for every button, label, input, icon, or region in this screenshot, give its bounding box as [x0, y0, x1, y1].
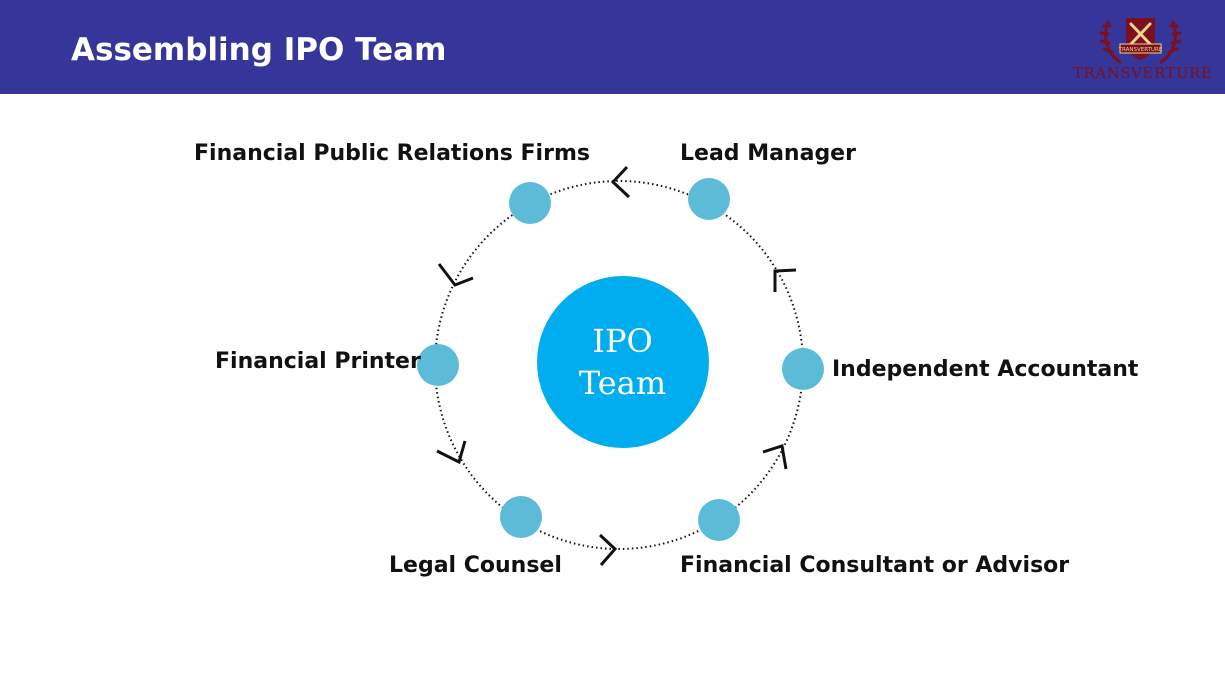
node-financial-pr-firms	[509, 182, 551, 224]
node-financial-printer	[417, 344, 459, 386]
logo-banner	[1119, 43, 1162, 54]
crossed-keys-icon	[1129, 22, 1152, 46]
cycle-arrow	[436, 440, 467, 465]
label-lead-manager: Lead Manager	[680, 141, 856, 166]
center-label-line1: IPO	[592, 322, 653, 360]
cycle-arrow	[598, 533, 618, 566]
cycle-arrow	[437, 263, 474, 287]
page-title: Assembling IPO Team	[71, 32, 447, 68]
ipo-team-center-circle	[537, 276, 709, 448]
node-lead-manager	[688, 178, 730, 220]
node-financial-consultant	[698, 499, 740, 541]
laurel-icon	[1099, 20, 1182, 64]
label-financial-pr-firms: Financial Public Relations Firms	[194, 141, 590, 166]
transverture-logo: TRANSVERTURE	[1099, 18, 1182, 64]
cycle-arrow	[762, 444, 788, 470]
cycle-arrow	[610, 165, 631, 199]
label-financial-printer: Financial Printer	[215, 349, 421, 374]
node-independent-accountant	[782, 348, 824, 390]
label-financial-consultant: Financial Consultant or Advisor	[680, 553, 1070, 578]
center-label-line2: Team	[578, 364, 667, 402]
label-legal-counsel: Legal Counsel	[389, 553, 562, 578]
node-legal-counsel	[500, 496, 542, 538]
cycle-arrow	[773, 268, 797, 292]
logo-text: TRANSVERTURE	[1073, 64, 1213, 82]
logo-banner-text: TRANSVERTURE	[1118, 47, 1163, 53]
label-independent-accountant: Independent Accountant	[832, 357, 1139, 382]
header-bar	[0, 0, 1225, 94]
